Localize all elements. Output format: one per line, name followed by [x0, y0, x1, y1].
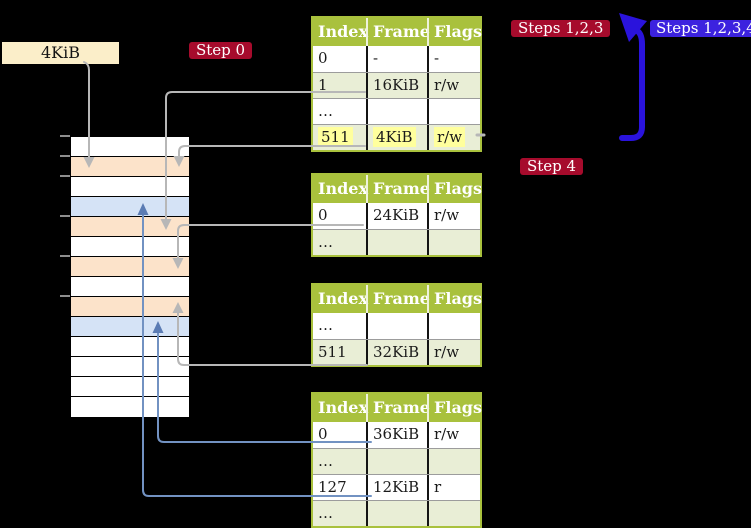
step-4-badge: Step 4	[520, 158, 584, 175]
column-header-index: Index	[318, 398, 369, 417]
cell-index: 0	[318, 206, 328, 224]
arrowhead-up-left-icon	[619, 13, 647, 42]
memory-frame-row	[71, 197, 189, 217]
memory-frame-row	[71, 317, 189, 337]
table-row: 0 24KiB r/w	[313, 203, 480, 229]
steps-123-badge: Steps 1,2,3	[511, 20, 611, 37]
highlight-mark: r/w	[434, 127, 466, 147]
table-row: …	[313, 98, 480, 124]
table-row: 1 16KiB r/w	[313, 72, 480, 98]
column-header-index: Index	[318, 22, 369, 41]
cell-index: …	[318, 233, 333, 251]
column-header-flags: Flags	[427, 18, 482, 46]
memory-frame-row	[71, 237, 189, 257]
memory-frame-row	[71, 157, 189, 177]
step-0-badge: Step 0	[189, 42, 253, 59]
table-row-highlighted: 511 4KiB r/w	[313, 124, 480, 150]
cell-flags: r/w	[427, 73, 480, 98]
column-header-flags: Flags	[427, 394, 482, 422]
cell-frame: 16KiB	[366, 73, 427, 98]
cell-frame	[366, 313, 427, 339]
cell-flags: r/w	[427, 203, 480, 229]
page-table-3: Index Frame Flags … 511 32KiB r/w	[311, 283, 482, 367]
page-table-2: Index Frame Flags 0 24KiB r/w …	[311, 173, 482, 257]
cell-frame	[366, 501, 427, 526]
cell-frame	[366, 230, 427, 255]
cell-frame: 24KiB	[366, 203, 427, 229]
cell-flags	[427, 501, 480, 526]
table-row: 0 - -	[313, 46, 480, 72]
cell-frame: 12KiB	[366, 475, 427, 500]
cell-flags	[427, 230, 480, 255]
cell-frame: 36KiB	[366, 422, 427, 448]
cell-flags	[427, 449, 480, 474]
memory-frame-row	[71, 337, 189, 357]
column-header-frame: Frame	[366, 394, 430, 422]
cell-flags	[427, 99, 480, 124]
table-row: …	[313, 229, 480, 255]
memory-frame-row	[71, 137, 189, 157]
steps-1234-badge: Steps 1,2,3,4	[650, 20, 751, 37]
table-header-row: Index Frame Flags	[313, 18, 482, 46]
table-row: 0 36KiB r/w	[313, 422, 480, 448]
highlight-mark: 511	[318, 127, 353, 147]
cell-frame: 32KiB	[366, 340, 427, 365]
memory-frame-row	[71, 357, 189, 377]
page-table-1: Index Frame Flags 0 - - 1 16KiB r/w … 51…	[311, 16, 482, 152]
cell-frame: 4KiB	[366, 125, 427, 150]
memory-frame-row	[71, 257, 189, 277]
memory-frame-row	[71, 397, 189, 417]
cell-frame	[366, 449, 427, 474]
cell-flags: r/w	[427, 340, 480, 365]
cell-flags: -	[427, 46, 480, 72]
memory-address-ticks	[60, 135, 70, 297]
cell-flags	[427, 313, 480, 339]
cell-index: 1	[318, 76, 328, 94]
cell-frame: -	[366, 46, 427, 72]
column-header-flags: Flags	[427, 285, 482, 313]
table-row: …	[313, 313, 480, 339]
cell-flags: r/w	[427, 422, 480, 448]
table-row: …	[313, 448, 480, 474]
column-header-frame: Frame	[366, 175, 430, 203]
column-header-frame: Frame	[366, 18, 430, 46]
cell-flags: r/w	[427, 125, 480, 150]
column-header-index: Index	[318, 289, 369, 308]
cell-index: …	[318, 102, 333, 120]
cell-index: 127	[318, 478, 347, 496]
memory-frame-row	[71, 297, 189, 317]
table-header-row: Index Frame Flags	[313, 394, 482, 422]
physical-memory-column	[70, 136, 190, 418]
table-header-row: Index Frame Flags	[313, 285, 482, 313]
highlight-mark: 4KiB	[373, 127, 416, 147]
size-label: 4KiB	[2, 42, 119, 64]
recursive-loop-arrow	[619, 13, 647, 141]
page-table-4: Index Frame Flags 0 36KiB r/w … 127 12Ki…	[311, 392, 482, 528]
memory-frame-row	[71, 177, 189, 197]
memory-frame-row	[71, 217, 189, 237]
table-row: …	[313, 500, 480, 526]
cell-frame	[366, 99, 427, 124]
column-header-frame: Frame	[366, 285, 430, 313]
memory-frame-row	[71, 277, 189, 297]
cell-index: 0	[318, 425, 328, 443]
cell-index: …	[318, 316, 333, 334]
table-row: 511 32KiB r/w	[313, 339, 480, 365]
table-header-row: Index Frame Flags	[313, 175, 482, 203]
cell-index: …	[318, 504, 333, 522]
table-row: 127 12KiB r	[313, 474, 480, 500]
cell-index: 511	[313, 125, 366, 150]
cell-flags: r	[427, 475, 480, 500]
cell-index: 511	[318, 343, 347, 361]
column-header-flags: Flags	[427, 175, 482, 203]
column-header-index: Index	[318, 179, 369, 198]
cell-index: …	[318, 452, 333, 470]
cell-index: 0	[318, 49, 328, 67]
memory-frame-row	[71, 377, 189, 397]
